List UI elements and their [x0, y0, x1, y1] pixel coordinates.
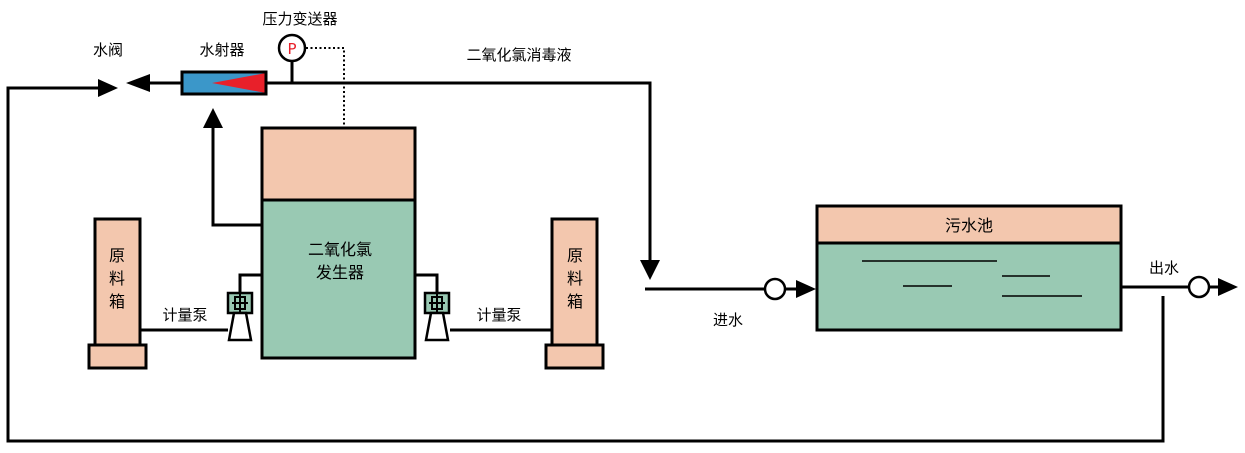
generator-label-line2: 发生器 [316, 263, 364, 282]
water-valve-label: 水阀 [93, 41, 123, 59]
pressure-transmitter: P [277, 33, 345, 128]
water-in-label: 进水 [713, 311, 743, 329]
metering-pump-left-label: 计量泵 [162, 306, 207, 324]
outlet-flow-meter [1187, 275, 1211, 299]
inlet-arrow [796, 280, 816, 298]
ejector-outlet-arrow [126, 74, 150, 92]
raw-tank-left-char-3: 箱 [109, 292, 125, 311]
raw-tank-right-char-1: 原 [567, 246, 583, 265]
disinfectant-down-arrow [640, 260, 660, 280]
water-inlet-pipe [645, 277, 816, 301]
chlorine-dioxide-generator: 二氧化氯 发生器 [260, 126, 417, 360]
return-arrow [98, 79, 118, 97]
generator-to-ejector-pipe [203, 108, 262, 227]
return-loop-pipe [6, 79, 1165, 443]
sewage-pool-label: 污水池 [945, 216, 993, 235]
water-out-label: 出水 [1149, 259, 1179, 277]
metering-pump-left [140, 273, 262, 342]
water-ejector-label: 水射器 [199, 41, 244, 59]
raw-tank-left-char-1: 原 [109, 246, 125, 265]
sewage-pool: 污水池 [815, 204, 1123, 332]
inlet-flow-meter [763, 277, 787, 301]
raw-tank-left-char-2: 料 [109, 269, 125, 288]
raw-tank-right-char-3: 箱 [567, 292, 583, 311]
raw-material-tank-right: 原 料 箱 [544, 217, 605, 370]
water-outlet-pipe [1121, 275, 1238, 299]
pressure-transmitter-label: 压力变送器 [262, 10, 337, 28]
metering-pump-right-label: 计量泵 [476, 306, 521, 324]
generator-label-line1: 二氧化氯 [308, 240, 372, 259]
raw-tank-right-char-2: 料 [567, 269, 583, 288]
pressure-symbol: P [287, 40, 296, 58]
disinfectant-pipe [126, 74, 660, 280]
metering-pump-right [415, 273, 552, 342]
disinfectant-label: 二氧化氯消毒液 [466, 46, 571, 64]
raw-material-tank-left: 原 料 箱 [87, 217, 148, 370]
outlet-arrow [1218, 278, 1238, 296]
ejector-inlet-arrow [203, 108, 223, 128]
water-ejector [180, 70, 268, 96]
